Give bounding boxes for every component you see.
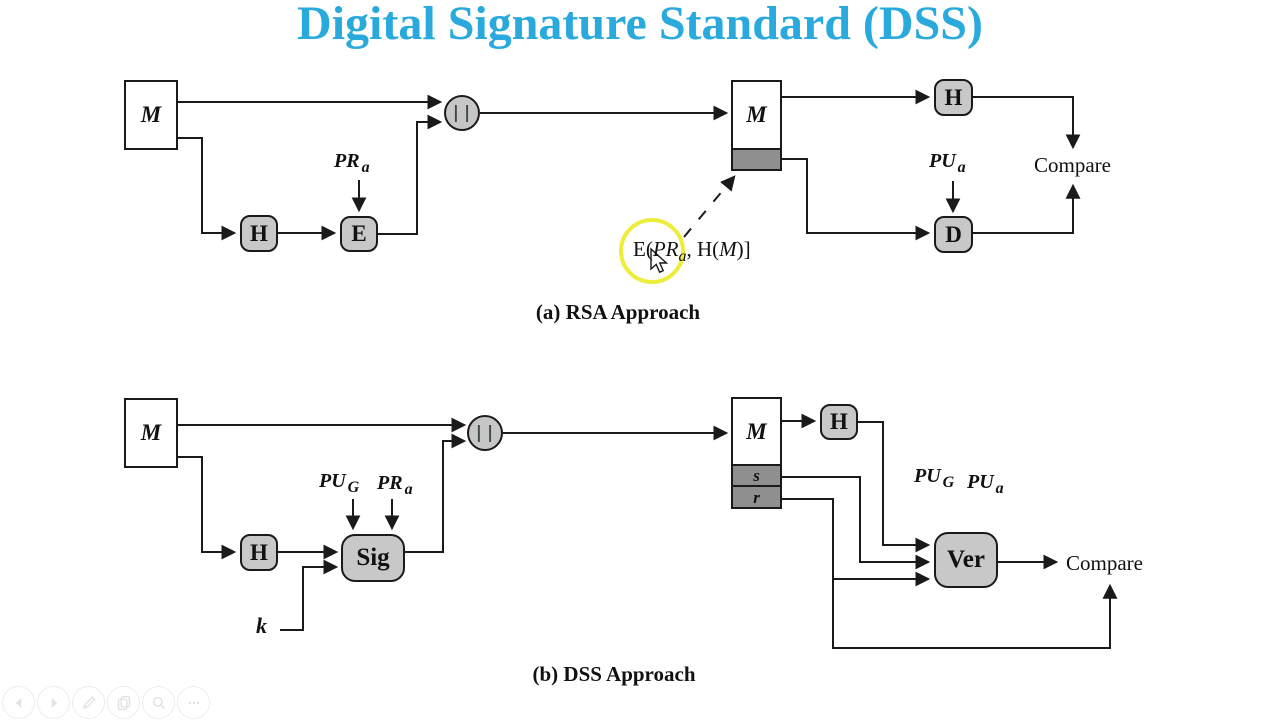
- b-sign-label: Sig: [356, 544, 390, 571]
- search-button[interactable]: [142, 686, 175, 719]
- b-hash-receiver-node: H: [820, 404, 858, 440]
- b-hash2-to-ver-line: [858, 421, 931, 553]
- b-received-message-label: M: [746, 418, 767, 444]
- a-concat-symbol: ||: [450, 103, 474, 123]
- b-r-to-ver-line: [782, 498, 931, 587]
- b-r-to-compare-line: [832, 579, 1118, 649]
- highlight-circle: [619, 218, 685, 284]
- b-k-label: k: [256, 613, 267, 638]
- a-message-to-hash-line: [178, 137, 237, 241]
- b-s-label: s: [753, 466, 760, 485]
- b-hash-sender-node: H: [240, 534, 278, 571]
- b-sig-to-concat-line: [405, 433, 467, 553]
- b-message-box: M: [124, 398, 178, 468]
- a-decrypt-node: D: [934, 216, 973, 253]
- a-strip-to-decrypt-line: [781, 158, 931, 241]
- a-hash-sender-label: H: [250, 220, 268, 246]
- a-decrypt-label: D: [945, 221, 962, 247]
- forward-button[interactable]: [37, 686, 70, 719]
- a-encrypt-to-concat-line: [378, 114, 443, 235]
- a-hash-receiver-node: H: [934, 79, 973, 116]
- b-message-label: M: [140, 420, 162, 445]
- b-verify-label: Ver: [947, 546, 985, 573]
- a-message-box: M: [124, 80, 178, 150]
- b-received-message-box: M: [731, 397, 782, 466]
- b-concat-symbol: ||: [473, 423, 497, 443]
- a-signature-expression: E(PRa, H(M)]: [633, 237, 751, 266]
- a-received-message-label: M: [746, 102, 767, 127]
- copy-button[interactable]: [107, 686, 140, 719]
- a-hash2-to-compare-line: [973, 96, 1081, 150]
- pencil-button[interactable]: [72, 686, 105, 719]
- a-encrypt-label: E: [351, 221, 367, 246]
- b-caption: (b) DSS Approach: [532, 662, 696, 686]
- pencil-icon: [82, 695, 96, 709]
- b-hash-sender-label: H: [250, 539, 268, 565]
- b-sign-node: Sig: [341, 534, 405, 582]
- b-concat-node: ||: [467, 415, 503, 451]
- a-signature-callout-dash: [683, 175, 736, 238]
- presenter-toolbar: [2, 686, 210, 719]
- forward-icon: [51, 697, 57, 708]
- b-compare-label: Compare: [1066, 551, 1143, 575]
- more-button[interactable]: [177, 686, 210, 719]
- b-s-to-ver-line: [782, 476, 931, 570]
- a-decrypt-to-compare-line: [973, 183, 1081, 234]
- search-icon: [152, 696, 165, 709]
- slide-title: Digital Signature Standard (DSS): [297, 0, 983, 50]
- b-verify-node: Ver: [934, 532, 998, 588]
- b-r-strip: r: [731, 485, 782, 509]
- a-received-message-box: M: [731, 80, 782, 150]
- b-message-to-hash-line: [178, 456, 237, 560]
- a-hash-sender-node: H: [240, 215, 278, 252]
- back-button[interactable]: [2, 686, 35, 719]
- more-icon: [188, 701, 199, 704]
- mouse-cursor: [650, 247, 669, 274]
- b-hash-receiver-label: H: [830, 409, 848, 434]
- a-hash-receiver-label: H: [944, 84, 963, 110]
- a-encrypt-node: E: [340, 216, 378, 252]
- back-icon: [15, 697, 21, 708]
- a-message-label: M: [140, 102, 162, 127]
- a-signature-strip: [731, 148, 782, 171]
- a-compare-label: Compare: [1034, 153, 1111, 177]
- copy-icon: [117, 695, 130, 710]
- a-caption: (a) RSA Approach: [535, 300, 701, 324]
- a-concat-node: ||: [444, 95, 480, 131]
- b-k-to-sig-line: [280, 559, 339, 631]
- b-r-label: r: [753, 487, 760, 507]
- b-s-strip: s: [731, 464, 782, 487]
